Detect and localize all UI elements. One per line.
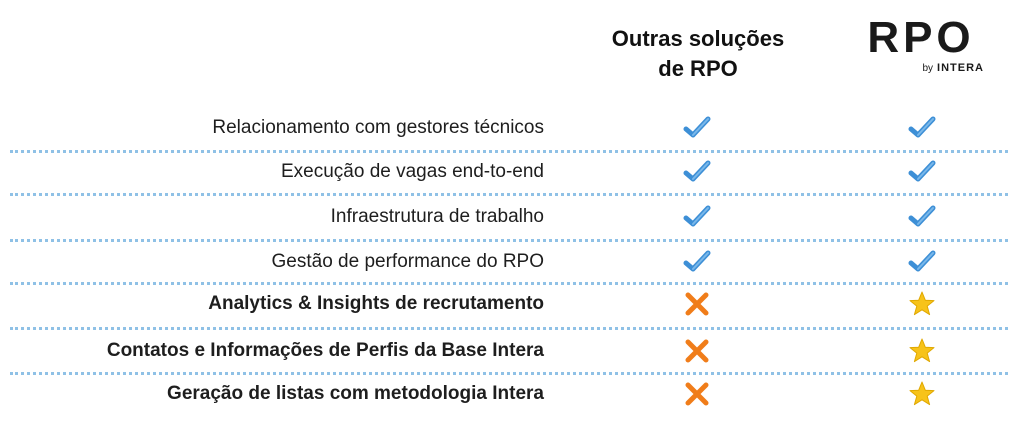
row-separator [10,372,1008,375]
logo-by-text: by [922,63,934,74]
table-row: Relacionamento com gestores técnicos [0,108,1024,148]
row-label: Execução de vagas end-to-end [280,161,544,182]
check-icon [683,204,711,230]
cross-icon [683,291,711,317]
logo-main-text: RPO [867,13,975,62]
cross-icon [683,338,711,364]
check-icon [683,115,711,141]
column-header-other-solutions: Outras soluções de RPO [590,24,806,84]
table-row: Analytics & Insights de recrutamento [0,284,1024,324]
check-icon [908,249,936,275]
row-separator [10,193,1008,196]
star-icon [908,338,936,364]
column-header-line-2: de RPO [658,56,738,81]
row-label: Analytics & Insights de recrutamento [208,293,544,314]
row-separator [10,150,1008,153]
row-separator [10,282,1008,285]
cross-icon [683,381,711,407]
star-icon [908,291,936,317]
check-icon [683,249,711,275]
check-icon [908,115,936,141]
row-label: Geração de listas com metodologia Intera [167,383,544,404]
row-label: Relacionamento com gestores técnicos [212,117,544,138]
row-label: Contatos e Informações de Perfis da Base… [106,340,544,361]
table-row: Geração de listas com metodologia Intera [0,374,1024,414]
check-icon [683,159,711,185]
column-header-line-1: Outras soluções [611,26,785,51]
row-separator [10,327,1008,330]
table-row: Execução de vagas end-to-end [0,152,1024,192]
logo-brand-text: INTERA [937,62,984,74]
table-row: Contatos e Informações de Perfis da Base… [0,331,1024,371]
check-icon [908,204,936,230]
check-icon [908,159,936,185]
table-row: Gestão de performance do RPO [0,242,1024,282]
star-icon [908,381,936,407]
table-row: Infraestrutura de trabalho [0,197,1024,237]
row-separator [10,239,1008,242]
row-label: Infraestrutura de trabalho [330,206,544,227]
row-label: Gestão de performance do RPO [271,251,544,272]
